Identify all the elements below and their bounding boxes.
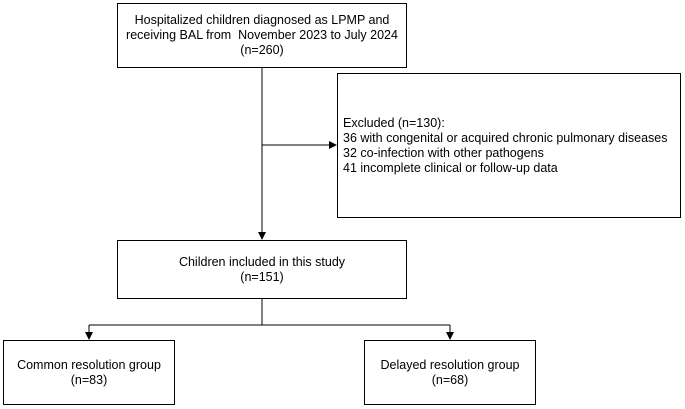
start-population-box: Hospitalized children diagnosed as LPMP … <box>117 3 407 68</box>
common-box-count: (n=83) <box>70 372 108 387</box>
delayed-box-label: Delayed resolution group <box>380 357 520 372</box>
included-box-count: (n=151) <box>240 269 284 284</box>
common-resolution-box: Common resolution group (n=83) <box>3 340 175 405</box>
start-box-line: receiving BAL from November 2023 to July… <box>126 28 398 42</box>
excluded-box-title: Excluded (n=130): <box>343 115 445 130</box>
included-box: Children included in this study (n=151) <box>117 240 407 299</box>
delayed-box-count: (n=68) <box>431 372 469 387</box>
excluded-reason: 36 with congenital or acquired chronic p… <box>343 130 668 145</box>
included-box-label: Children included in this study <box>178 254 346 269</box>
delayed-resolution-box: Delayed resolution group (n=68) <box>364 340 536 405</box>
excluded-reason: 41 incomplete clinical or follow-up data <box>343 160 558 175</box>
common-box-label: Common resolution group <box>17 357 161 372</box>
excluded-reason: 32 co-infection with other pathogens <box>343 145 544 160</box>
excluded-box: Excluded (n=130): 36 with congenital or … <box>337 73 681 218</box>
start-box-line: Hospitalized children diagnosed as LPMP … <box>134 13 390 27</box>
start-box-count: (n=260) <box>240 43 284 57</box>
